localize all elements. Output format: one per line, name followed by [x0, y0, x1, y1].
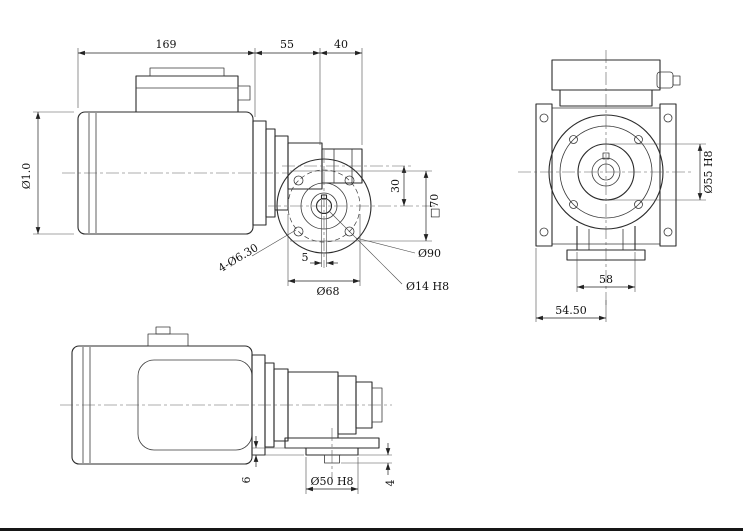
dim-mount-holes: 4-Ø6.30: [216, 241, 261, 275]
dim-center-height: 30: [389, 179, 402, 193]
front-view-centerlines: [518, 50, 692, 308]
plan-view: Ø50 H8 6 4: [60, 326, 397, 494]
plan-view-centerlines: [60, 404, 392, 478]
terminal-box: [135, 75, 239, 113]
dim-adapter-length: 55: [280, 38, 294, 51]
terminal-box-edge: [147, 333, 189, 347]
dim-boss-diameter: Ø50 H8: [310, 475, 353, 488]
bolt-hole: [344, 175, 355, 186]
dim-body-width: 58: [599, 273, 613, 286]
dim-input-length: 40: [334, 38, 348, 51]
keyway-slot: [602, 152, 610, 160]
cable-gland: [237, 85, 251, 101]
dim-shaft-step: 4: [384, 480, 397, 487]
side-view: 169 55 40 Ø1.0 30 □70 Ø90 Ø14 H8: [20, 38, 449, 298]
bolt-hole: [569, 200, 578, 209]
plan-view-dimensions: Ø50 H8 6 4: [240, 436, 397, 494]
bolt-hole: [634, 200, 643, 209]
sheet-frame-bottom: [0, 528, 743, 531]
plan-view-gearbox-outline: [251, 354, 383, 464]
mount-plate-left: [535, 103, 553, 247]
bolt-hole: [344, 226, 355, 237]
dim-flange-od: Ø90: [418, 247, 441, 260]
front-view-outline: [535, 59, 681, 261]
side-view-dimensions: 169 55 40 Ø1.0 30 □70 Ø90 Ø14 H8: [20, 38, 449, 298]
cable-gland: [656, 71, 674, 89]
dim-foot-offset: 54.50: [555, 304, 587, 317]
dim-bolt-circle: Ø68: [316, 285, 339, 298]
dim-pilot-diameter: Ø55 H8: [702, 150, 715, 193]
side-view-motor-outline: [77, 67, 254, 235]
bolt-hole: [293, 175, 304, 186]
mount-plate-right: [659, 103, 677, 247]
dim-keyway-width: 5: [302, 251, 309, 264]
front-view-dimensions: Ø55 H8 58 54.50: [535, 143, 715, 322]
dim-square-flange: □70: [428, 194, 441, 218]
dim-boss-height: 6: [240, 477, 253, 484]
dim-motor-length: 169: [156, 38, 177, 51]
bolt-hole: [634, 135, 643, 144]
terminal-box-lid: [149, 67, 225, 77]
front-view: Ø55 H8 58 54.50: [518, 50, 715, 322]
bolt-hole: [569, 135, 578, 144]
dim-motor-diameter: Ø1.0: [20, 163, 33, 190]
plan-view-motor-outline: [71, 326, 253, 465]
dim-output-bore: Ø14 H8: [406, 280, 449, 293]
side-view-centerlines: [62, 150, 438, 268]
